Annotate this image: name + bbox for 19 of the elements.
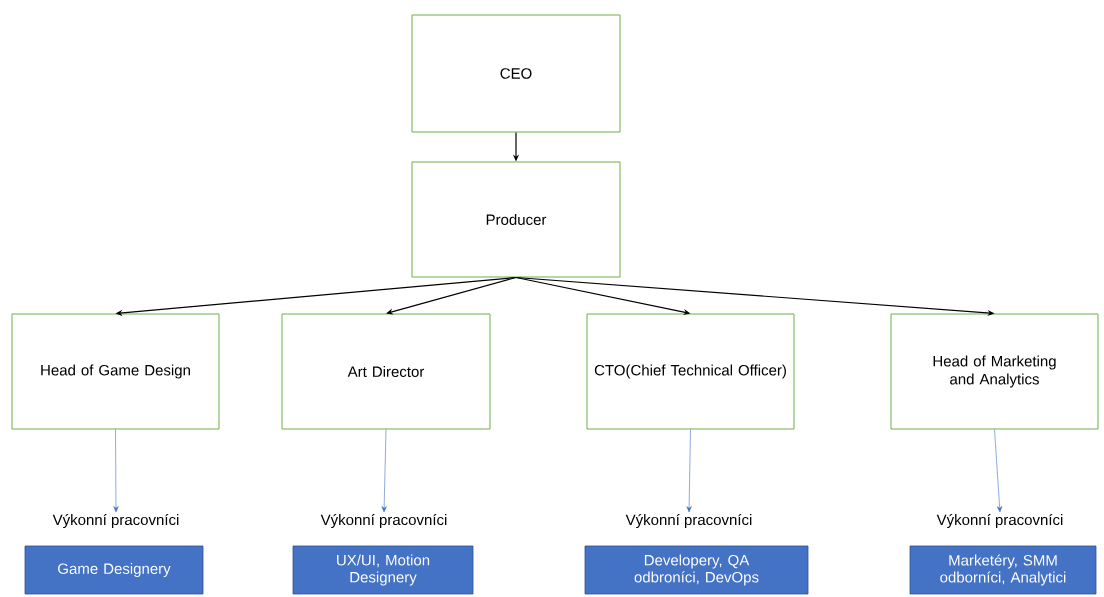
- role-box: Producer: [411, 161, 621, 278]
- role-box: CEO: [411, 14, 621, 133]
- team-box: UX/UI, Motion Designery: [292, 545, 474, 595]
- team-box: Game Designery: [24, 545, 204, 595]
- role-box: CTO(Chief Technical Officer): [586, 313, 795, 430]
- group-label: Výkonní pracovníci: [52, 513, 179, 529]
- arrow: [381, 429, 387, 513]
- arrow: [994, 429, 1003, 513]
- team-box: Developery, QA odbroníci, DevOps: [584, 545, 809, 595]
- arrow: [386, 276, 517, 315]
- team-box: Marketéry, SMM odborníci, Analytici: [909, 545, 1097, 595]
- role-box: Head of Marketing and Analytics: [890, 313, 1099, 430]
- group-label: Výkonní pracovníci: [625, 513, 752, 529]
- arrow: [113, 429, 119, 513]
- arrow: [686, 429, 692, 513]
- role-box: Head of Game Design: [11, 313, 220, 430]
- group-label: Výkonní pracovníci: [320, 513, 447, 529]
- role-box: Art Director: [281, 313, 491, 430]
- group-label: Výkonní pracovníci: [936, 513, 1063, 529]
